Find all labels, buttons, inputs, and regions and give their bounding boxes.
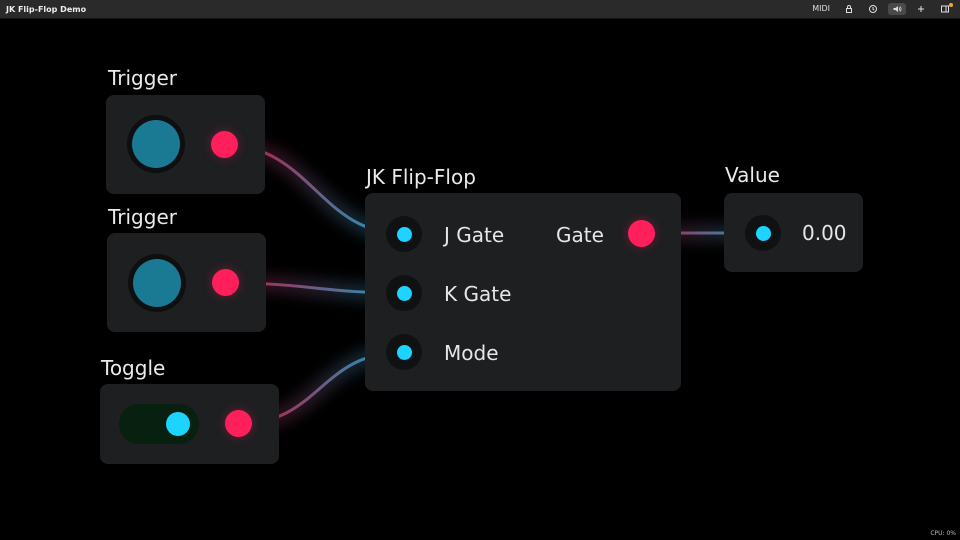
speaker-icon[interactable] [888,3,906,15]
jk-flipflop-title: JK Flip-Flop [366,165,476,189]
mode-port-core [396,344,412,360]
trigger-1-title: Trigger [108,66,177,90]
k-gate-input-port[interactable] [386,275,422,311]
toggle-output-port[interactable] [225,410,252,437]
trigger-2-output-port[interactable] [212,269,239,296]
toggle-thumb[interactable] [166,412,190,436]
clock-icon[interactable] [864,3,882,15]
j-gate-port-core [396,226,412,242]
toggle-title: Toggle [101,356,166,380]
j-gate-label: J Gate [444,223,505,247]
trigger-1-node[interactable] [106,95,265,194]
trigger-2-button[interactable] [128,254,186,312]
k-gate-port-core [396,285,412,301]
trigger-2-title: Trigger [108,205,177,229]
value-port-core [755,225,771,241]
trigger-1-button[interactable] [127,115,185,173]
trigger-1-knob[interactable] [132,120,180,168]
k-gate-label: K Gate [444,282,512,306]
sidebar-toggle-icon[interactable] [936,3,954,15]
toggle-switch[interactable] [119,404,199,444]
value-display: 0.00 [802,221,847,245]
cpu-usage: CPU: 0% [930,530,956,537]
trigger-2-knob[interactable] [133,259,181,307]
trigger-2-node[interactable] [107,233,266,332]
gate-output-label: Gate [556,223,604,247]
mode-input-port[interactable] [386,334,422,370]
trigger-1-output-port[interactable] [211,131,238,158]
toggle-node[interactable] [100,384,279,464]
notification-dot [949,3,953,7]
value-title: Value [725,163,780,187]
midi-button[interactable]: MIDI [812,4,830,13]
mode-label: Mode [444,341,499,365]
window-title: JK Flip-Flop Demo [6,4,87,14]
plus-icon[interactable] [912,3,930,15]
lock-icon[interactable] [840,3,858,15]
gate-output-port[interactable] [628,220,655,247]
toolbar: MIDI [808,2,954,16]
title-bar: JK Flip-Flop Demo MIDI [0,0,960,19]
value-node[interactable]: 0.00 [724,193,863,272]
jk-flipflop-node[interactable]: J Gate K Gate Mode Gate [365,193,681,391]
j-gate-input-port[interactable] [386,216,422,252]
value-input-port[interactable] [745,215,781,251]
